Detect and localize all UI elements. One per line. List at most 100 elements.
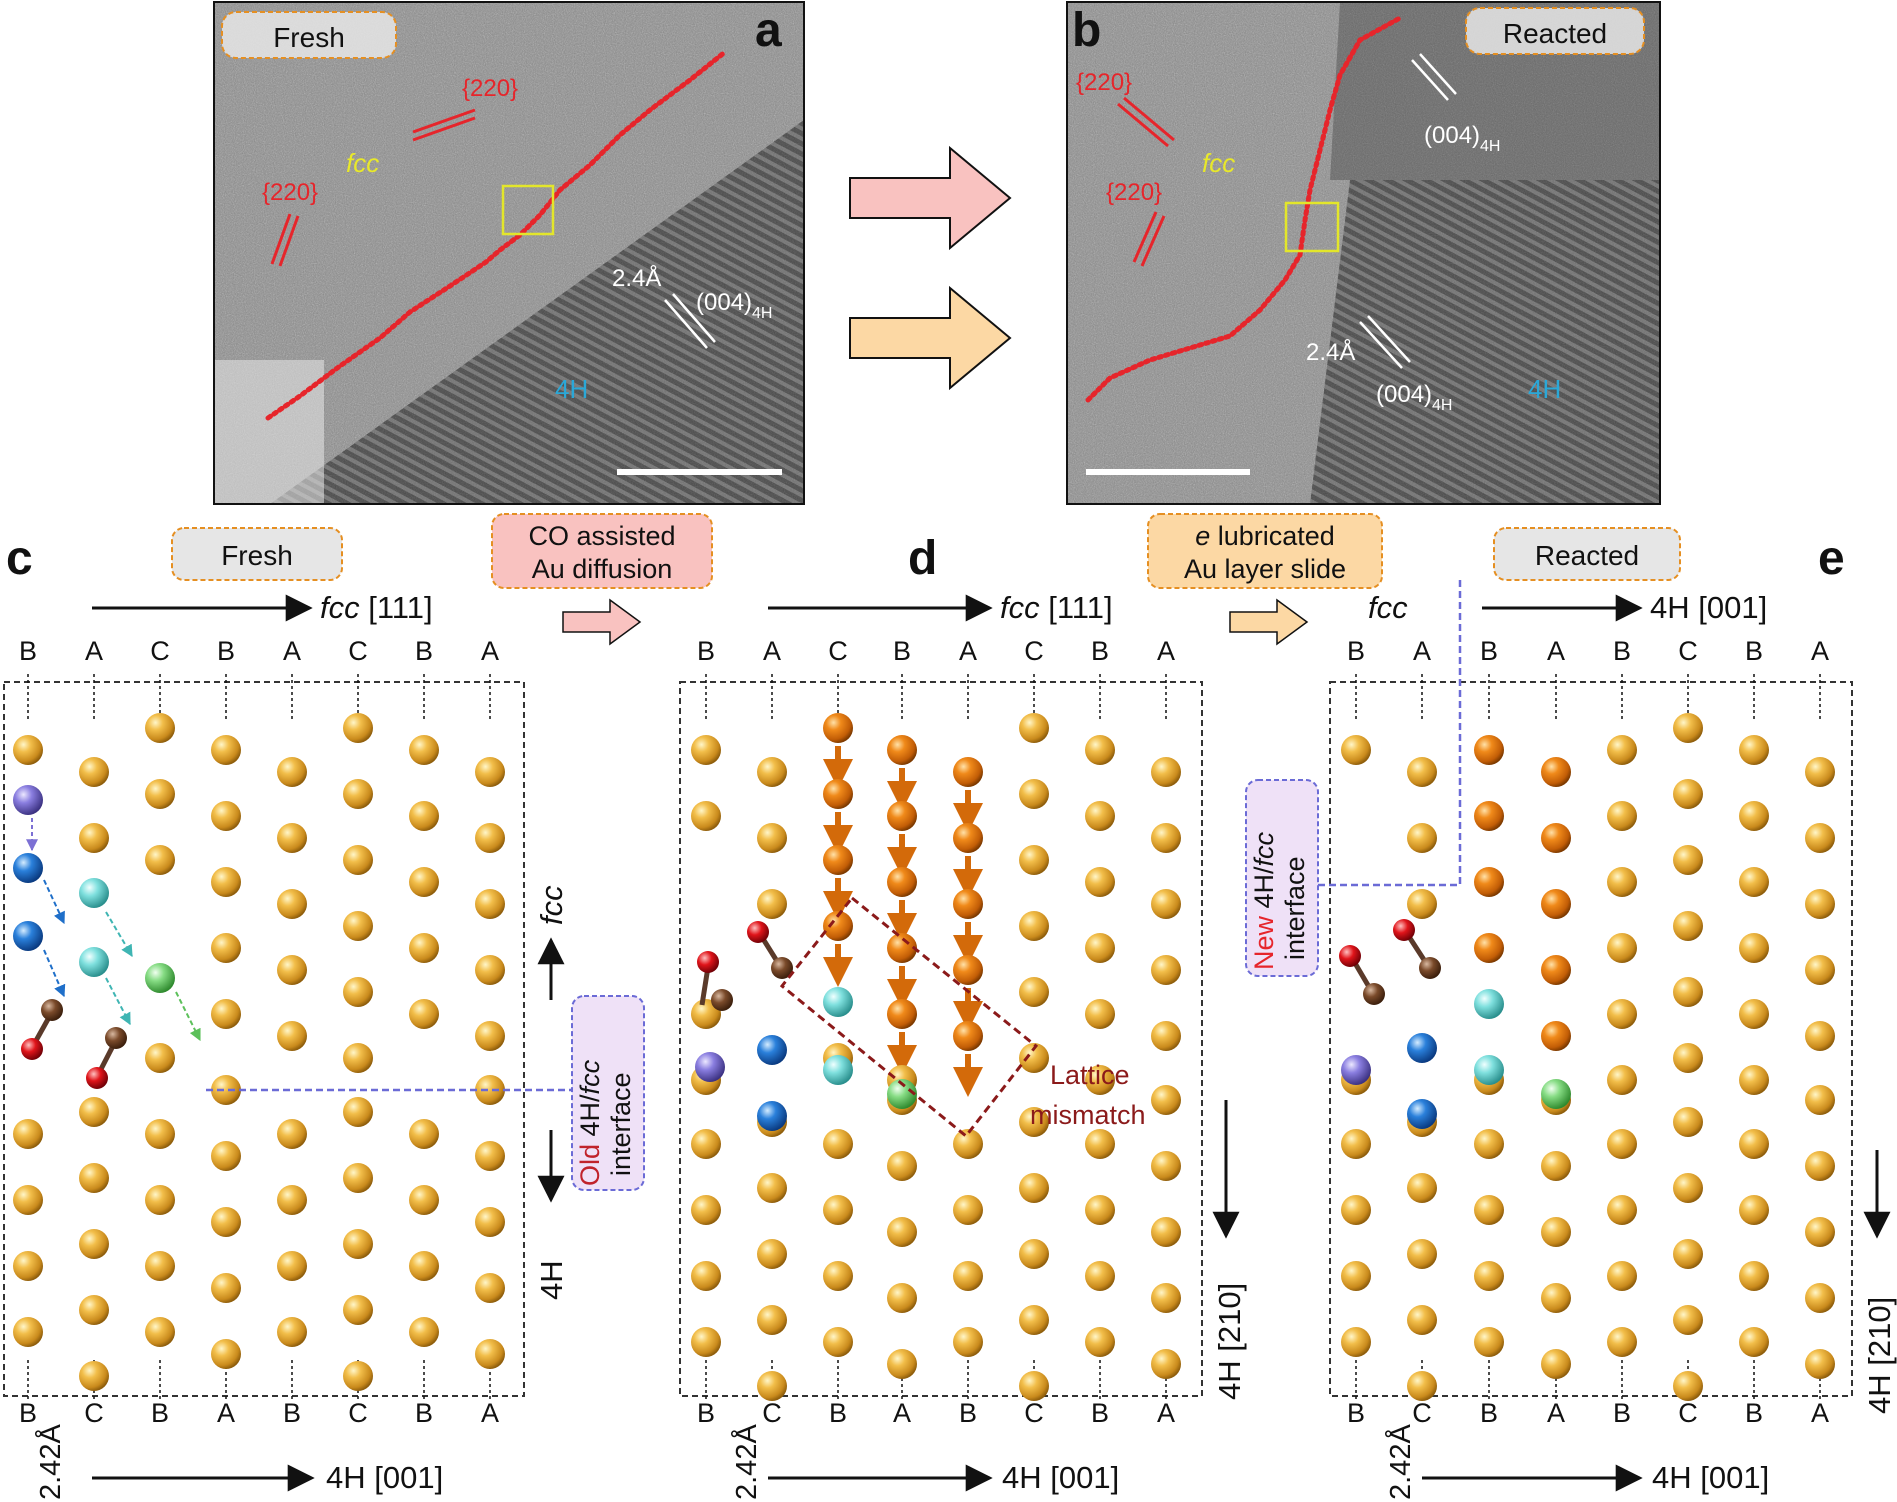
- column-letter-e-bottom: B: [1613, 1398, 1631, 1428]
- au-atom: [887, 933, 917, 963]
- au-atom: [1151, 757, 1181, 787]
- au-atom: [1019, 977, 1049, 1007]
- au-atom: [475, 1273, 505, 1303]
- au-atom: [1019, 911, 1049, 941]
- column-letter-e-top: B: [1480, 636, 1498, 666]
- au-atom: [1019, 1173, 1049, 1203]
- label-4h210-d: 4H [210]: [1212, 1283, 1247, 1400]
- yellow-box-a: [501, 184, 555, 236]
- au-atom: [1341, 1261, 1371, 1291]
- column-letter-c-top: B: [217, 636, 235, 666]
- spacing-a: 2.4Å: [612, 264, 661, 292]
- au-atom: [823, 845, 853, 875]
- au-atom: [1673, 1371, 1703, 1401]
- label-4h001-e: 4H [001]: [1652, 1460, 1769, 1495]
- au-atom: [1474, 735, 1504, 765]
- au-atom: [145, 845, 175, 875]
- au-atom: [887, 867, 917, 897]
- au-atom: [145, 779, 175, 809]
- au-atom: [1151, 1151, 1181, 1181]
- panel-label-c: c: [6, 532, 33, 585]
- adatoms-e: [1339, 919, 1571, 1129]
- au-atom: [823, 1327, 853, 1357]
- au-atom: [1805, 1021, 1835, 1051]
- au-atom: [409, 999, 439, 1029]
- column-letter-d-bottom: A: [893, 1398, 911, 1428]
- au-atom: [1407, 1173, 1437, 1203]
- au-atom: [1085, 1065, 1115, 1095]
- column-letter-d-top: B: [1091, 636, 1109, 666]
- new-interface-box: [1245, 779, 1319, 977]
- au-atom: [757, 823, 787, 853]
- column-letter-c-top: A: [481, 636, 499, 666]
- badge-fresh-c-text: Fresh: [221, 540, 293, 571]
- au-atom: [211, 1339, 241, 1369]
- column-letter-d-bottom: B: [959, 1398, 977, 1428]
- column-letter-d-top: B: [697, 636, 715, 666]
- column-letter-c-bottom: C: [84, 1398, 104, 1428]
- column-letter-e-top: B: [1745, 636, 1763, 666]
- au-atom: [1151, 1085, 1181, 1115]
- au-atom: [691, 1261, 721, 1291]
- process-box-e: [1147, 513, 1383, 589]
- column-letter-e-top: C: [1678, 636, 1698, 666]
- au-atom: [1474, 867, 1504, 897]
- phase-4h-b: 4H: [1528, 374, 1561, 404]
- label-242-d: 2.42Å: [730, 1424, 763, 1500]
- label-vert-4h: 4H: [534, 1260, 569, 1300]
- au-atom: [13, 1251, 43, 1281]
- au-atom: [1541, 823, 1571, 853]
- column-letter-c-top: B: [19, 636, 37, 666]
- au-atom: [277, 1251, 307, 1281]
- column-letter-d-top: C: [1024, 636, 1044, 666]
- au-atom: [1673, 1043, 1703, 1073]
- au-atom: [145, 1185, 175, 1215]
- au-atom: [1607, 1195, 1637, 1225]
- au-atom: [277, 955, 307, 985]
- au-atom: [887, 1283, 917, 1313]
- au-atom: [1739, 735, 1769, 765]
- au-atom: [1407, 757, 1437, 787]
- column-letter-e-top: A: [1413, 636, 1431, 666]
- yellow-box-b: [1284, 201, 1340, 253]
- au-atom: [1673, 1173, 1703, 1203]
- au-atom: [1407, 1305, 1437, 1335]
- badge-reacted-e-text: Reacted: [1535, 540, 1639, 571]
- atom-lattice-d: [691, 674, 1181, 1401]
- small-arrow-pink: [562, 598, 642, 646]
- label-4h210-e: 4H [210]: [1862, 1297, 1897, 1414]
- column-letter-e-top: B: [1613, 636, 1631, 666]
- column-letter-c-top: C: [150, 636, 170, 666]
- au-atom: [1151, 1349, 1181, 1379]
- au-atom: [277, 889, 307, 919]
- au-atom: [79, 1361, 109, 1391]
- au-atom: [953, 1261, 983, 1291]
- au-atom: [1805, 1151, 1835, 1181]
- au-atom: [475, 1075, 505, 1105]
- au-atom: [211, 735, 241, 765]
- au-atom: [1085, 933, 1115, 963]
- au-atom: [1739, 1195, 1769, 1225]
- column-letter-d-bottom: B: [1091, 1398, 1109, 1428]
- au-atom: [343, 1361, 373, 1391]
- process-co-line2: Au diffusion: [532, 554, 673, 584]
- au-atom: [277, 1185, 307, 1215]
- label-fcc111-d: fcc [111]: [1000, 590, 1113, 625]
- au-atom: [1019, 845, 1049, 875]
- au-atom: [1541, 1283, 1571, 1313]
- au-atom: [277, 757, 307, 787]
- au-atom: [211, 1273, 241, 1303]
- panel-label-e: e: [1818, 532, 1845, 585]
- au-atom: [1739, 1327, 1769, 1357]
- au-atom: [343, 1229, 373, 1259]
- au-atom: [1541, 757, 1571, 787]
- au-atom: [1151, 889, 1181, 919]
- au-atom: [409, 735, 439, 765]
- au-atom: [823, 1129, 853, 1159]
- au-atom: [79, 1295, 109, 1325]
- au-atom: [1805, 1217, 1835, 1247]
- tem-image-a: Fresh a {220} {220} fcc 2.4Å (004)4H 4H: [213, 1, 805, 505]
- label-242-e: 2.42Å: [1384, 1424, 1417, 1500]
